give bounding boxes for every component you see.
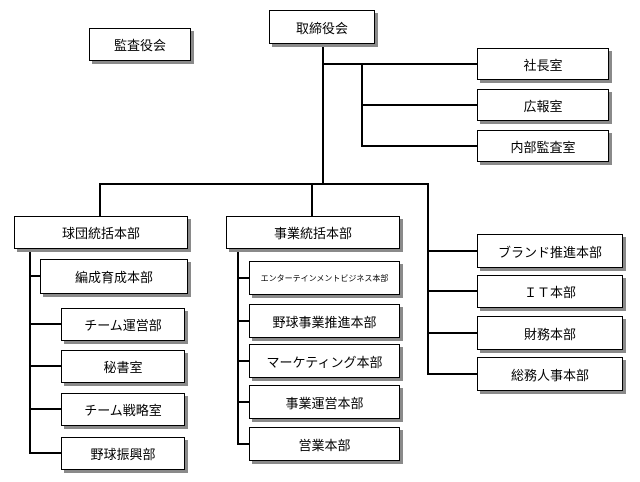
team-hq-box: 球団統括本部 xyxy=(14,216,188,249)
business-hq-child-box: 野球事業推進本部 xyxy=(249,304,400,338)
business-hq-box: 事業統括本部 xyxy=(226,216,400,249)
pr-office-box: 広報室 xyxy=(477,89,609,121)
right-unit-box: ＩＴ本部 xyxy=(477,275,623,308)
team-hq-child-box: 野球振興部 xyxy=(61,437,185,470)
internal-audit-box: 内部監査室 xyxy=(477,130,609,162)
audit-board-box: 監査役会 xyxy=(89,28,191,61)
business-hq-child-box: マーケティング本部 xyxy=(249,344,400,378)
business-hq-child-box: 営業本部 xyxy=(249,427,400,461)
right-unit-box: ブランド推進本部 xyxy=(477,234,623,268)
right-unit-box: 総務人事本部 xyxy=(477,357,623,391)
team-hq-child-box: 秘書室 xyxy=(61,350,185,383)
board-of-directors-box: 取締役会 xyxy=(269,10,375,44)
president-office-box: 社長室 xyxy=(477,48,609,80)
right-unit-box: 財務本部 xyxy=(477,316,623,350)
business-hq-child-box: 事業運営本部 xyxy=(249,385,400,419)
team-hq-child-box: チーム運営部 xyxy=(61,308,185,341)
business-hq-child-box: エンターテインメントビジネス本部 xyxy=(249,261,400,295)
team-hq-child-box: チーム戦略室 xyxy=(61,393,185,426)
team-hq-child-box: 編成育成本部 xyxy=(40,259,188,294)
